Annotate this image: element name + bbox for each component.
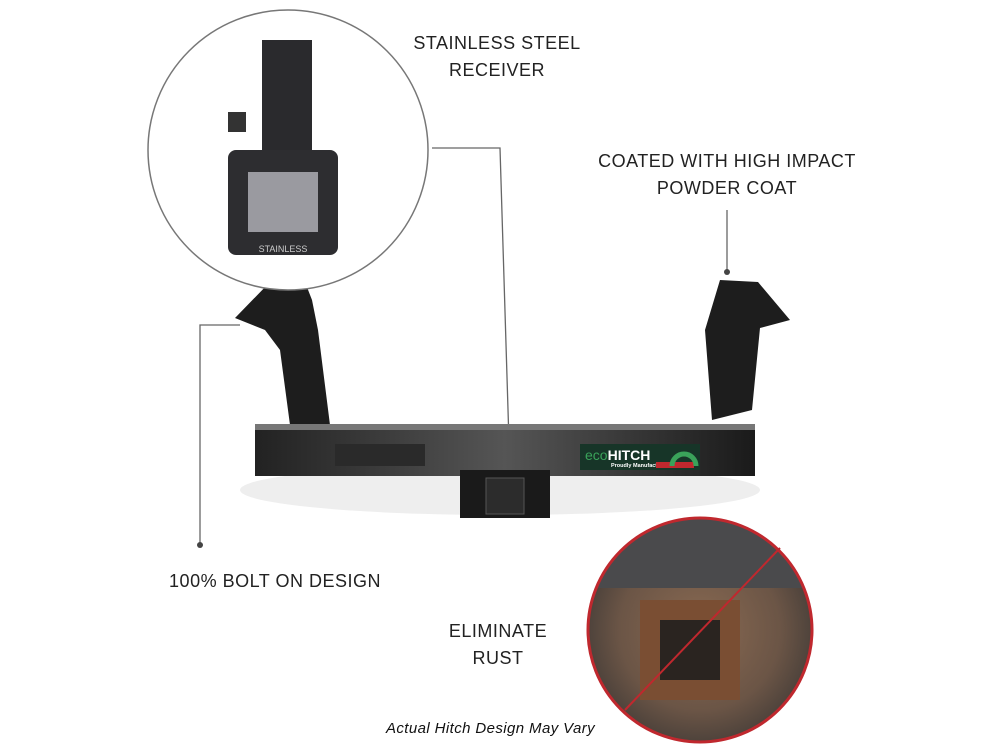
callout-line: RUST	[472, 648, 524, 668]
callout-line: ELIMINATE	[448, 621, 548, 641]
powder-coat-callout: COATED WITH HIGH IMPACT POWDER COAT	[590, 148, 864, 202]
rust-callout: ELIMINATE RUST	[440, 618, 556, 672]
bolt-on-leader	[199, 324, 240, 545]
callout-line: 100% BOLT ON DESIGN	[169, 571, 381, 591]
svg-text:ecoHITCH: ecoHITCH	[585, 447, 650, 463]
bolt-on-callout: 100% BOLT ON DESIGN	[160, 568, 390, 595]
receiver-stamp: STAINLESS	[259, 244, 308, 254]
prohibition-slash	[624, 547, 781, 711]
callout-line: POWDER COAT	[656, 178, 798, 198]
brand-tagline: Proudly Manufactured	[611, 463, 669, 469]
rust-closeup-circle	[586, 516, 814, 744]
receiver-leader	[432, 147, 511, 476]
hitch-image: ecoHITCH Proudly Manufactured	[235, 280, 790, 518]
leader-lines	[199, 147, 728, 545]
callout-line: STAINLESS STEEL	[413, 33, 581, 53]
callout-line: COATED WITH HIGH IMPACT	[598, 151, 856, 171]
receiver-callout: STAINLESS STEEL RECEIVER	[400, 30, 594, 84]
receiver-closeup-circle: STAINLESS	[147, 9, 429, 291]
design-disclaimer: Actual Hitch Design May Vary	[386, 720, 596, 737]
callout-line: RECEIVER	[448, 60, 546, 80]
